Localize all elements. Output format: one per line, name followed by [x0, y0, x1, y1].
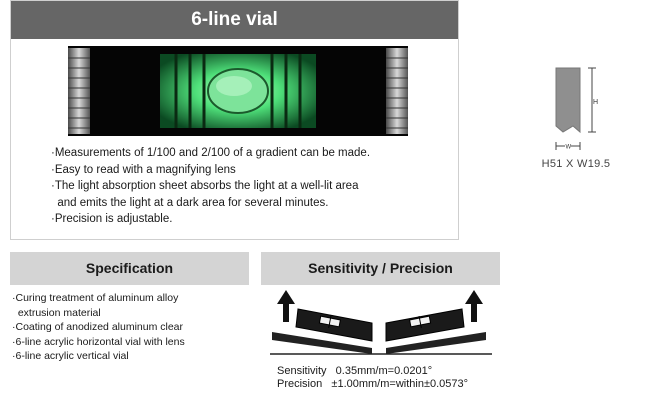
vial-panel: 6-line vial: [10, 0, 459, 240]
specification-list: ·Curing treatment of aluminum alloy extr…: [12, 291, 252, 364]
vial-lines: [174, 54, 302, 128]
vial-dimension-drawing: H W: [555, 67, 598, 151]
tilted-level-illustration: [270, 290, 492, 355]
sensitivity-values: Sensitivity 0.35mm/m=0.0201° Precision ±…: [277, 365, 497, 390]
dimension-caption: H51 X W19.5: [541, 158, 611, 170]
metal-end-left: [68, 48, 90, 134]
vial-panel-title: 6-line vial: [11, 1, 458, 39]
sensitivity-row: Sensitivity 0.35mm/m=0.0201°: [277, 365, 433, 377]
spec-item: ·Curing treatment of aluminum alloy: [12, 292, 179, 304]
feature-item: ·Precision is adjustable.: [51, 213, 173, 225]
vial-photo: [68, 46, 408, 136]
metal-end-right: [386, 48, 408, 134]
feature-item: ·Easy to read with a magnifying lens: [51, 163, 236, 176]
width-label: W: [566, 145, 572, 151]
height-label: H: [593, 99, 598, 106]
spec-item: extrusion material: [12, 306, 101, 319]
feature-item: ·The light absorption sheet absorbs the …: [51, 180, 359, 192]
sensitivity-title: Sensitivity / Precision: [261, 252, 500, 285]
spec-item: ·6-line acrylic vertical vial: [12, 350, 129, 362]
specification-title: Specification: [10, 252, 249, 285]
vial-feature-list: ·Measurements of 1/100 and 2/100 of a gr…: [51, 145, 451, 228]
right-level: [385, 308, 486, 354]
feature-item: and emits the light at a dark area for s…: [51, 196, 329, 209]
spec-item: ·Coating of anodized aluminum clear: [12, 321, 184, 333]
left-level: [272, 308, 373, 354]
arrow-up-right-icon: [465, 290, 483, 322]
feature-item: ·Measurements of 1/100 and 2/100 of a gr…: [51, 147, 371, 159]
precision-row: Precision ±1.00mm/m=within±0.0573°: [277, 377, 469, 390]
spec-item: ·6-line acrylic horizontal vial with len…: [12, 335, 185, 348]
arrow-up-left-icon: [277, 290, 295, 322]
